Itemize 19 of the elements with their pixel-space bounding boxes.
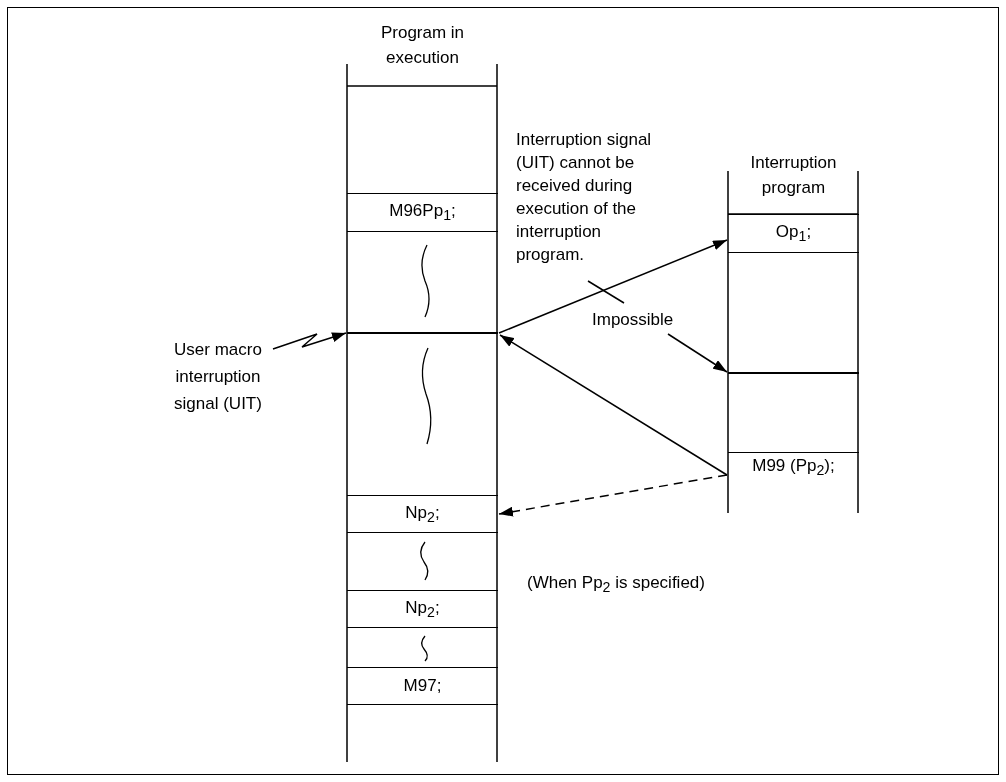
- code-block: Np$_{2}$;: [347, 495, 498, 533]
- leader-line: [587, 280, 625, 304]
- note-text: Interruption signal (UIT) cannot be received during execution of the interruption program.: [516, 128, 656, 266]
- arrow: [498, 239, 728, 334]
- signal-label: User macro interruption signal (UIT): [158, 336, 278, 417]
- column-heading: Interruption program: [749, 152, 838, 199]
- column-heading: Program in execution: [379, 22, 466, 69]
- interrupt-point-line: [347, 332, 498, 334]
- callout-label: Impossible: [592, 308, 692, 331]
- arrow: [498, 474, 728, 517]
- code-block: M96Pp$_{1}$;: [347, 193, 498, 232]
- code-block: Np$_{2}$;: [347, 590, 498, 628]
- code-block: Op$_{1}$;: [728, 214, 859, 253]
- arrow: [272, 332, 347, 350]
- arrow: [499, 334, 728, 476]
- code-block: M99 (Pp$_{2}$);: [728, 452, 859, 482]
- interrupt-point-line: [728, 372, 859, 374]
- code-block: M97;: [347, 667, 498, 705]
- arrow: [667, 333, 728, 373]
